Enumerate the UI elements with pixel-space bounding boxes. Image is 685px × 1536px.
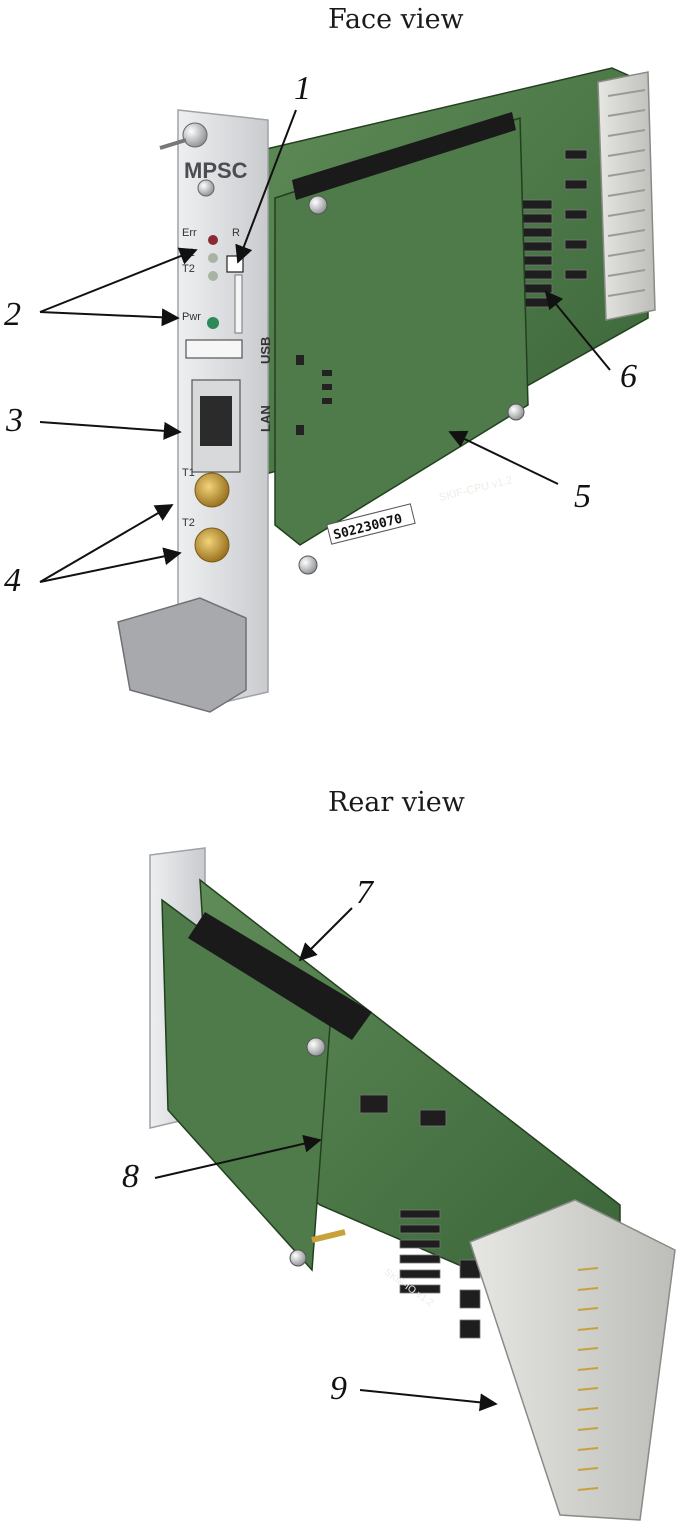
- reset-button: [226, 255, 244, 273]
- sma-connector-t1: [194, 472, 230, 508]
- mezzanine-screw-rear: [306, 1037, 326, 1057]
- mezzanine-screw: [308, 195, 328, 215]
- mezzanine-screw: [298, 555, 318, 575]
- board-standoff: [311, 1229, 346, 1243]
- callout-5: 5: [574, 478, 591, 515]
- rear-connector-face: [597, 71, 656, 321]
- label-t2-connector: T2: [182, 517, 195, 529]
- cpu-board-label: SKIF-CPU v1.2: [438, 474, 514, 504]
- lan-jack: [200, 396, 232, 446]
- label-usb: USB: [258, 337, 273, 364]
- cpu-board-chips: [296, 355, 332, 435]
- board-header-connector-rear: [188, 912, 372, 1040]
- callout-2: 2: [4, 296, 21, 333]
- io-components-rear: [359, 1094, 481, 1339]
- face-view-caption: Face view: [328, 4, 464, 35]
- rear-connector-rear: [469, 1199, 676, 1521]
- face-view-leader-lines: [39, 109, 611, 583]
- led-err: [208, 235, 218, 245]
- label-pwr: Pwr: [182, 311, 201, 323]
- callout-7: 7: [356, 874, 373, 911]
- sma-connector-t2: [194, 527, 230, 563]
- rear-view-device: SKIF-IO v1.2: [149, 847, 676, 1521]
- panel-screw-lower: [197, 179, 215, 197]
- face-view-device: S02230070 SKIF-CPU v1.2 MPSC Err R T1 T2…: [117, 67, 656, 713]
- led-pwr: [207, 317, 219, 329]
- callout-1: 1: [294, 70, 311, 107]
- panel-top-screw: [182, 122, 208, 148]
- label-lan: LAN: [258, 405, 273, 432]
- callout-4: 4: [4, 562, 21, 599]
- callout-8: 8: [122, 1158, 139, 1195]
- rear-view-caption: Rear view: [328, 787, 465, 818]
- callout-3: 3: [6, 402, 23, 439]
- led-t2: [208, 271, 218, 281]
- label-err: Err: [182, 227, 197, 239]
- mezzanine-screw-rear: [289, 1249, 307, 1267]
- panel-slot: [234, 274, 243, 334]
- mezzanine-screw: [507, 403, 525, 421]
- label-t1-connector: T1: [182, 467, 195, 479]
- label-r: R: [232, 227, 240, 239]
- io-components-face: [517, 149, 588, 308]
- rear-view-leader-lines: [154, 907, 498, 1412]
- board-header-connector-face: [292, 112, 516, 200]
- panel-top-screw-shaft: [159, 138, 187, 150]
- callout-9: 9: [330, 1370, 347, 1407]
- serial-label-bg: [326, 503, 416, 545]
- callout-6: 6: [620, 358, 637, 395]
- label-t2-led: T2: [182, 263, 195, 275]
- usb-port: [185, 339, 243, 359]
- led-t1: [208, 253, 218, 263]
- rear-connector-pins-rear: [577, 1267, 599, 1491]
- ejector-handle-face: [117, 597, 247, 713]
- rear-connector-pins: [607, 89, 646, 297]
- panel-brand: MPSC: [184, 158, 248, 183]
